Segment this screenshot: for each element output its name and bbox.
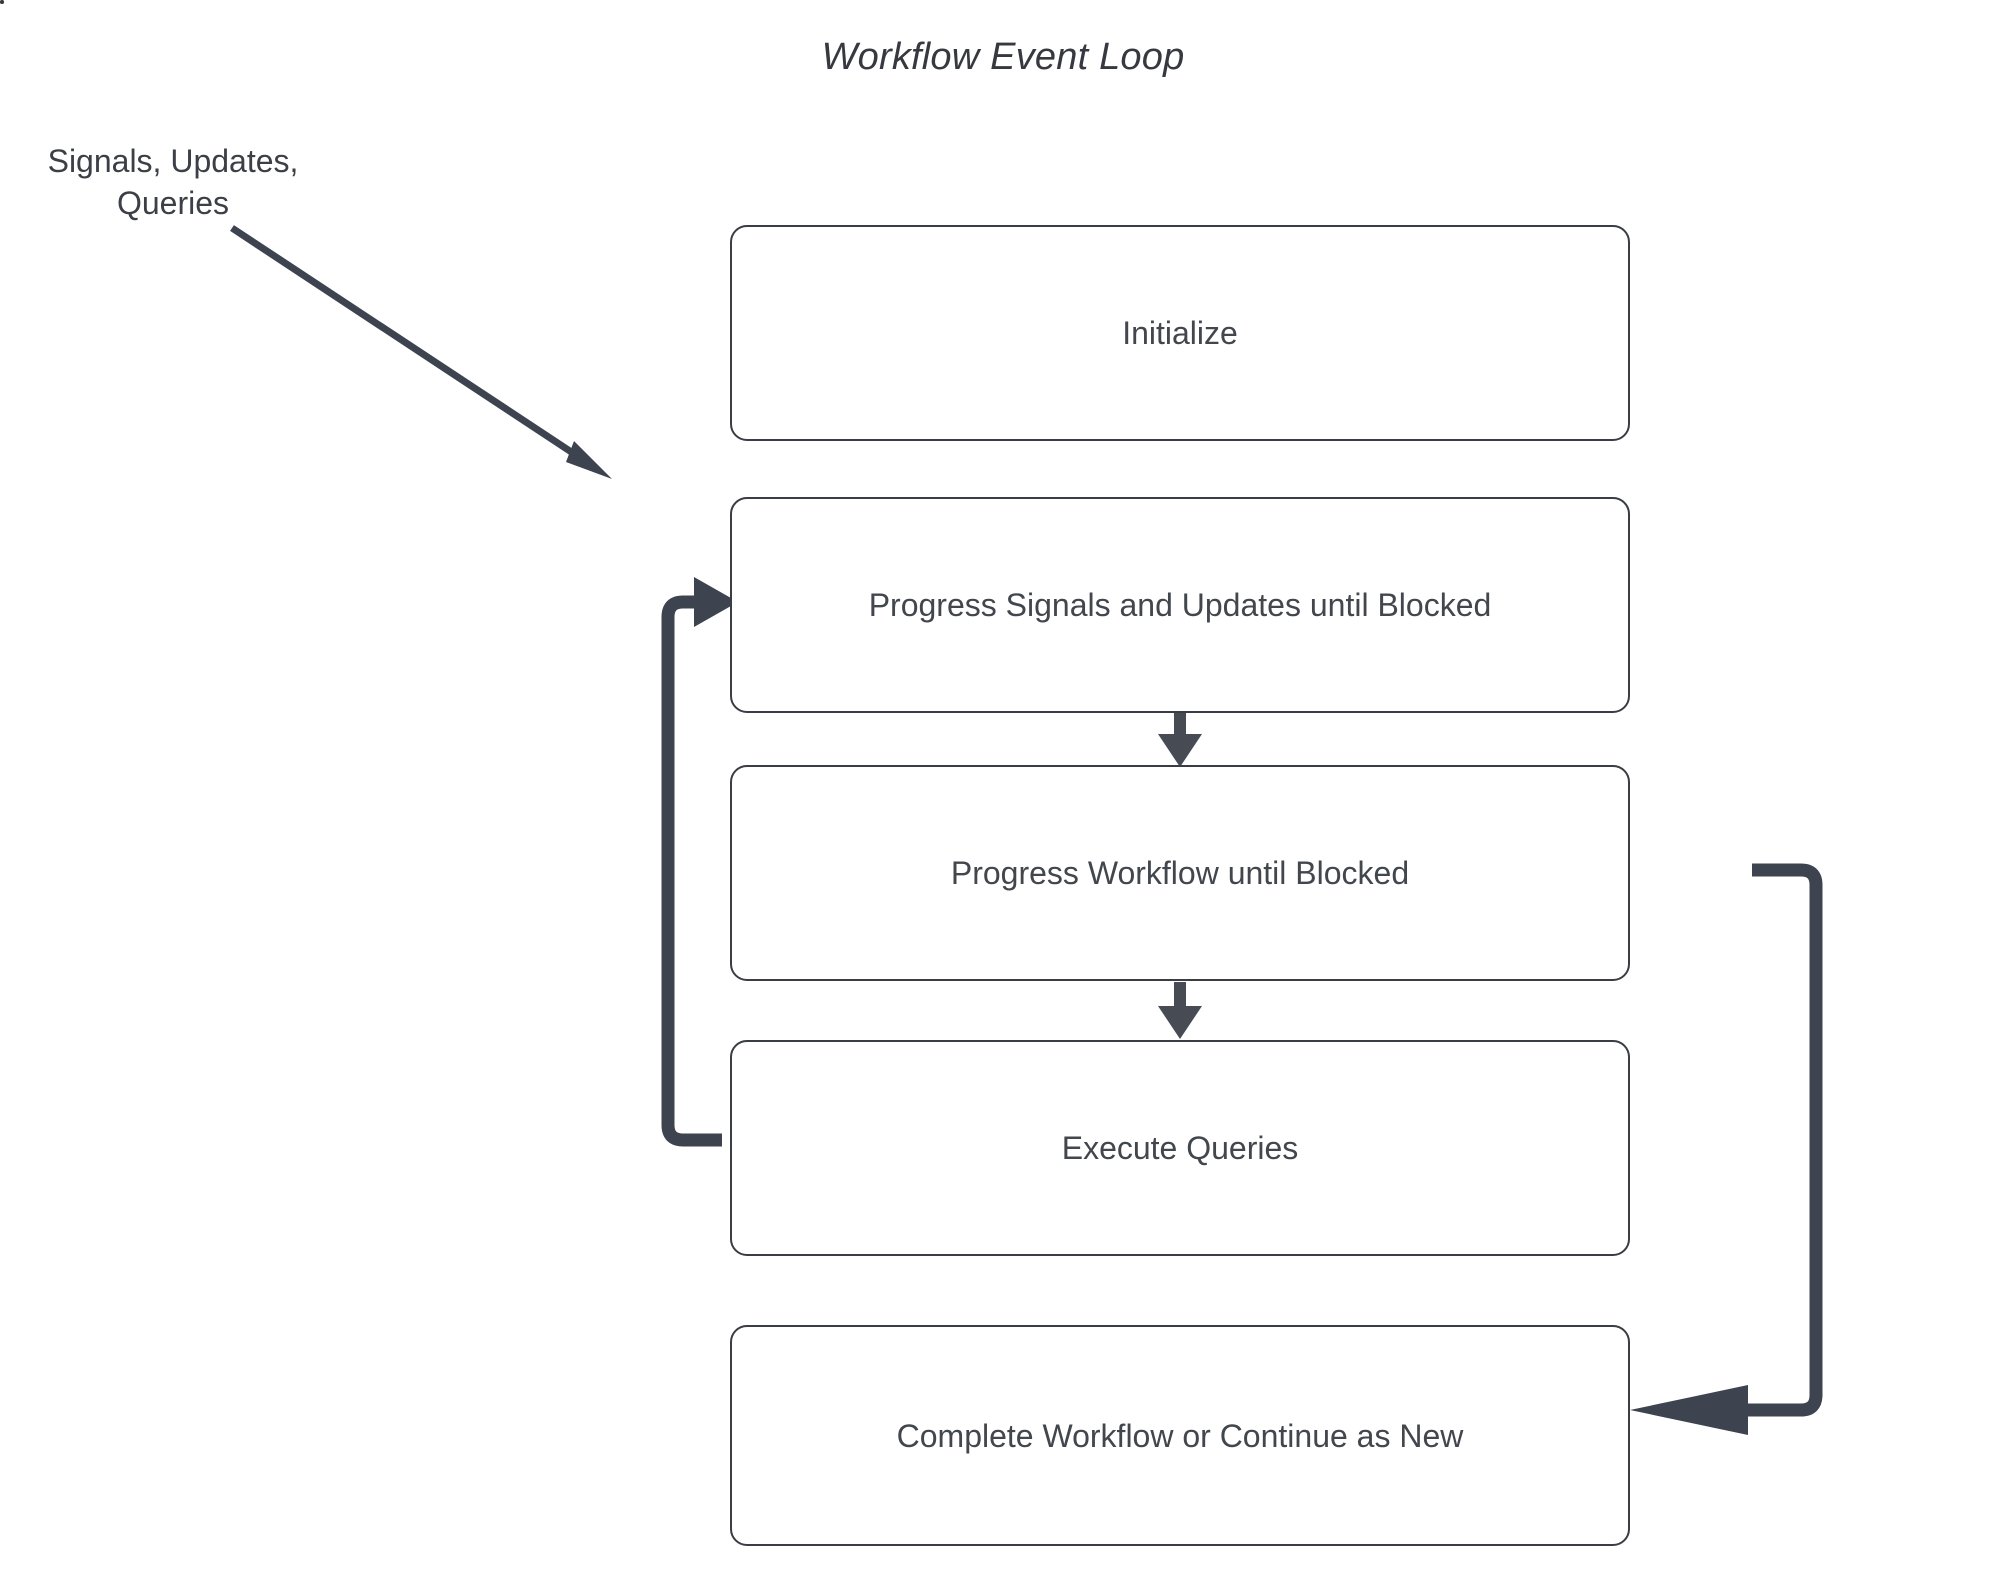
node-complete-workflow-label: Complete Workflow or Continue as New [896,1417,1464,1454]
node-execute-queries[interactable]: Execute Queries [730,1040,1630,1256]
node-progress-workflow-label: Progress Workflow until Blocked [950,855,1410,891]
edge-queries-back-to-progress-su-icon [661,577,738,1147]
node-initialize-label: Initialize [1122,315,1238,351]
loop-region-dashed-container [0,0,4,4]
node-initialize[interactable]: Initialize [730,225,1630,441]
external-input-label-line2: Queries [116,185,230,221]
node-complete-workflow[interactable]: Complete Workflow or Continue as New [730,1325,1630,1546]
page-title: Workflow Event Loop [821,36,1185,78]
edge-progress-su-to-progress-wf-icon [1158,713,1202,767]
edge-progress-wf-to-queries-icon [1158,982,1202,1039]
node-progress-workflow[interactable]: Progress Workflow until Blocked [730,765,1630,981]
node-progress-signals-updates-label: Progress Signals and Updates until Block… [868,587,1492,623]
external-input-label-line1: Signals, Updates, [47,143,299,179]
node-progress-signals-updates[interactable]: Progress Signals and Updates until Block… [730,497,1630,713]
edge-loop-to-complete-icon [1630,863,1823,1435]
edge-external-to-loop-icon [230,225,612,479]
node-execute-queries-label: Execute Queries [1061,1130,1299,1166]
external-input-label: Signals, Updates, Queries [28,140,318,224]
